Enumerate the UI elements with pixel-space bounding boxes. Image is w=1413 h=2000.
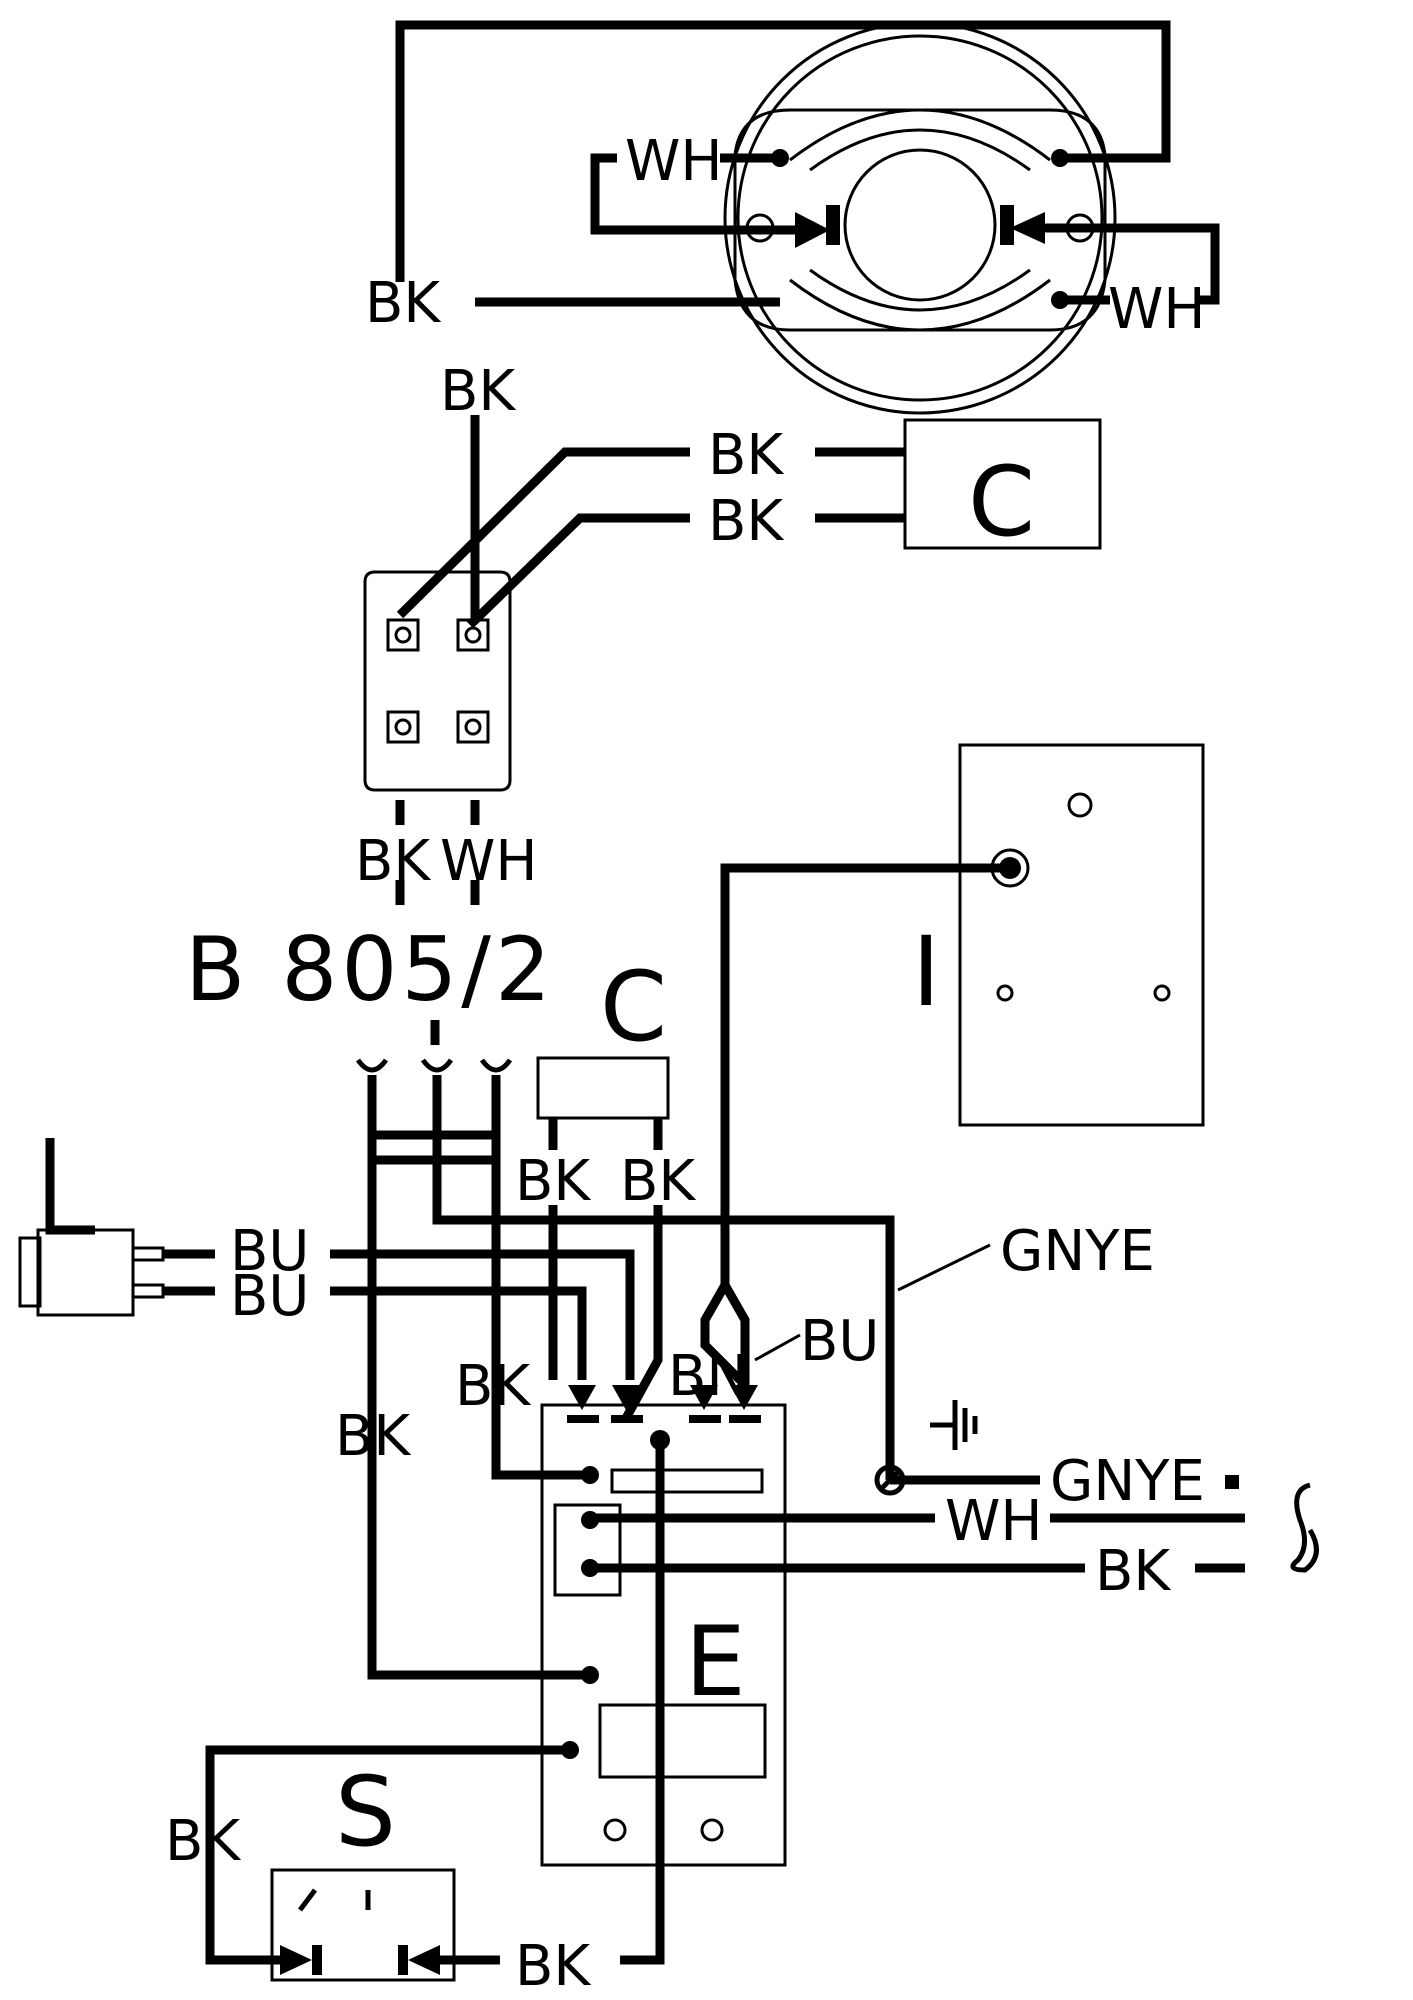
wire-label-bk-cap-1: BK	[708, 423, 784, 488]
wire-label-bu-right: BU	[800, 1309, 879, 1374]
e-input-arrows	[567, 1385, 761, 1423]
ac-wave-symbol	[1290, 1482, 1319, 1573]
motor-wiring	[395, 20, 1220, 309]
wire-label-gnye-top: GNYE	[1000, 1219, 1155, 1284]
wire-label-bu-2: BU	[230, 1264, 309, 1329]
wire-label-wh-motor-left: WH	[625, 129, 722, 194]
wire-label-bk-vertical: BK	[440, 359, 516, 424]
wire-label-bk-switch-left: BK	[165, 1809, 241, 1874]
switch-unit-label: I	[912, 916, 940, 1028]
wire-label-bk-terminal: BK	[355, 829, 431, 894]
wire-label-bu-1: BU	[230, 1219, 309, 1284]
wire-label-bk-cap-2: BK	[708, 489, 784, 554]
connector	[355, 1058, 513, 1073]
wire-label-bk-cap-small-1: BK	[515, 1149, 591, 1214]
wire-label-gnye-mains: GNYE	[1050, 1449, 1205, 1514]
model-title: B 805/2	[185, 918, 555, 1021]
switch-unit: I	[912, 743, 1205, 1127]
wire-label-bk-motor: BK	[365, 271, 441, 336]
capacitor-small	[536, 1056, 670, 1150]
capacitor-top-label: C	[968, 446, 1035, 558]
switch-s	[270, 1868, 456, 1982]
electronics-label: E	[685, 1606, 746, 1718]
lamp-icon	[18, 1138, 165, 1317]
wire-label-bk-mid: BK	[455, 1354, 531, 1419]
wire-label-bk-mains: BK	[1095, 1539, 1171, 1604]
wire-label-bk-bottom: BK	[515, 1934, 591, 1999]
capacitor-top: C	[815, 418, 1102, 558]
wire-label-bk-left: BK	[335, 1404, 411, 1469]
wire-label-wh-motor-right: WH	[1108, 277, 1205, 342]
wire-label-wh-mains: WH	[945, 1489, 1042, 1554]
motor	[723, 21, 1117, 415]
terminal-block	[363, 570, 512, 905]
switch-s-label: S	[335, 1756, 396, 1868]
wire-label-bk-cap-small-2: BK	[620, 1149, 696, 1214]
earth-symbol	[930, 1400, 978, 1450]
capacitor-small-label: C	[600, 951, 667, 1063]
wire-label-wh-terminal: WH	[440, 829, 537, 894]
